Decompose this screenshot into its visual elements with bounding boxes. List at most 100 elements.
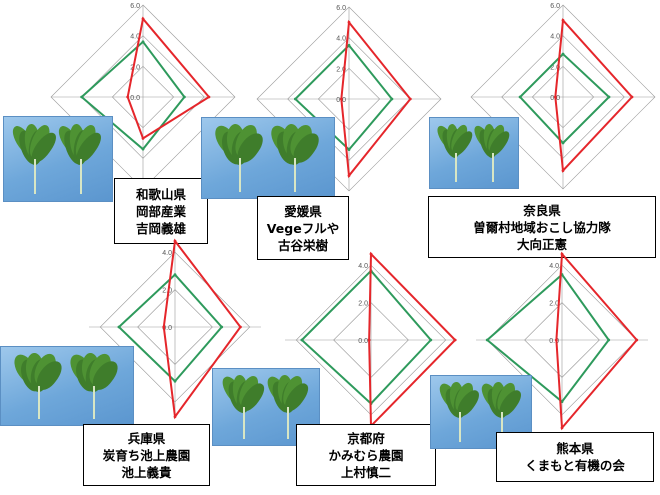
radar-tick-label: 4.0 xyxy=(358,263,368,270)
radar-point-red xyxy=(207,95,211,99)
producer-label-wakayama: 和歌山県 岡部産業 吉岡義雄 xyxy=(114,178,208,244)
radar-point-red xyxy=(560,426,564,430)
spinach-stem xyxy=(459,412,461,443)
radar-point-green xyxy=(518,95,522,99)
spinach-stem xyxy=(501,412,503,443)
label-prefecture: 兵庫県 xyxy=(127,430,166,446)
radar-point-red xyxy=(347,174,351,178)
radar-point-red xyxy=(173,415,177,419)
radar-tick-label: 0.0 xyxy=(549,338,559,345)
spinach-stem xyxy=(491,153,494,183)
radar-point-red xyxy=(173,239,177,243)
label-organization: 曽爾村地域おこし協力隊 xyxy=(473,219,611,235)
radar-tick-label: 2.0 xyxy=(336,66,346,73)
radar-point-green xyxy=(117,325,121,329)
radar-series-red xyxy=(555,251,639,431)
radar-point-green xyxy=(173,273,177,277)
radar-point-red xyxy=(553,95,557,99)
spinach-stem xyxy=(79,159,82,195)
label-organization: くまもと有機の会 xyxy=(525,458,625,473)
spinach-photo-nara xyxy=(429,117,519,189)
spinach-stem xyxy=(93,386,96,419)
producer-label-kumamoto: 熊本県 くまもと有機の会 xyxy=(496,432,654,482)
radar-point-green xyxy=(141,40,145,44)
radar-point-green xyxy=(561,141,565,145)
radar-tick-label: 0.0 xyxy=(358,338,368,345)
radar-tick-label: 2.0 xyxy=(550,64,560,71)
radar-tick-label: 2.0 xyxy=(130,64,140,71)
radar-tick-label: 0.0 xyxy=(162,325,172,332)
radar-point-red xyxy=(453,338,457,342)
radar-point-green xyxy=(429,338,433,342)
radar-point-green xyxy=(561,52,565,56)
radar-chart-ehime: 6.04.02.00.0 xyxy=(256,5,442,192)
radar-point-red xyxy=(141,137,145,140)
producer-label-kyoto: 京都府 かみむら農園 上村慎二 xyxy=(296,424,436,486)
spinach-stem xyxy=(287,407,290,439)
label-person: 大向正憲 xyxy=(516,236,567,252)
radar-point-green xyxy=(293,97,297,101)
radar-point-red xyxy=(635,338,639,342)
spinach-stem xyxy=(294,158,297,192)
label-prefecture: 熊本県 xyxy=(556,441,594,456)
radar-point-red xyxy=(367,338,371,342)
radar-point-red xyxy=(554,338,558,342)
radar-point-red xyxy=(630,95,634,99)
radar-point-green xyxy=(390,97,394,101)
radar-tick-label: 0.0 xyxy=(130,95,140,102)
producer-label-nara: 奈良県 曽爾村地域おこし協力隊 大向正憲 xyxy=(428,196,656,258)
radar-chart-wakayama: 6.0 4.0 2.0 0.0 xyxy=(50,3,236,190)
label-person: 上村慎二 xyxy=(340,464,391,480)
spinach-photo-hyogo xyxy=(0,346,134,426)
label-organization: 岡部産業 xyxy=(135,203,186,219)
radar-point-red xyxy=(561,18,565,22)
radar-tick-label: 4.0 xyxy=(550,34,560,41)
label-person: 池上義貴 xyxy=(121,464,172,480)
radar-tick-label: 2.0 xyxy=(358,301,368,308)
radar-point-green xyxy=(183,95,186,99)
radar-point-green xyxy=(607,95,611,99)
radar-tick-label: 6.0 xyxy=(550,3,560,10)
radar-tick-label: 4.0 xyxy=(336,36,346,43)
radar-point-green xyxy=(220,325,224,329)
label-organization: Vegeフルや xyxy=(266,220,340,236)
radar-tick-label: 4.0 xyxy=(130,34,140,41)
radar-point-red xyxy=(560,252,564,256)
radar-point-red xyxy=(339,97,343,101)
radar-chart-nara: 6.04.02.00.0 xyxy=(470,3,656,190)
radar-tick-label: 2.0 xyxy=(162,288,172,295)
radar-point-green xyxy=(607,338,611,342)
radar-tick-label: 6.0 xyxy=(336,5,346,12)
spinach-stem xyxy=(34,159,37,195)
label-prefecture: 京都府 xyxy=(347,430,385,446)
radar-point-green xyxy=(347,43,351,47)
spinach-photo-ehime xyxy=(201,117,335,199)
label-person: 古谷栄樹 xyxy=(277,237,328,253)
label-organization: 炭育ち池上農園 xyxy=(102,447,191,463)
spinach-stem xyxy=(238,158,241,192)
radar-point-red xyxy=(561,169,565,173)
label-prefecture: 和歌山県 xyxy=(135,186,186,202)
spinach-photo-kyoto xyxy=(212,368,320,446)
radar-point-green xyxy=(80,95,84,99)
producer-label-ehime: 愛媛県 Vegeフルや 古谷栄樹 xyxy=(257,196,349,260)
label-prefecture: 愛媛県 xyxy=(284,203,322,219)
radar-point-green xyxy=(485,338,489,342)
label-organization: かみむら農園 xyxy=(328,447,404,463)
radar-point-green xyxy=(300,338,304,342)
radar-point-red xyxy=(162,325,166,329)
radar-tick-label: 6.0 xyxy=(130,3,140,10)
spinach-stem xyxy=(242,407,245,439)
spinach-photo-wakayama xyxy=(3,116,113,202)
radar-point-red xyxy=(239,325,242,329)
radar-tick-label: 2.0 xyxy=(549,301,559,308)
spinach-stem xyxy=(37,386,40,419)
radar-point-red xyxy=(141,17,145,21)
spinach-stem xyxy=(454,153,457,183)
label-prefecture: 奈良県 xyxy=(523,202,561,218)
radar-point-red xyxy=(408,97,412,101)
label-person: 吉岡義雄 xyxy=(135,220,186,236)
radar-point-green xyxy=(347,148,351,152)
radar-point-green xyxy=(173,379,177,383)
